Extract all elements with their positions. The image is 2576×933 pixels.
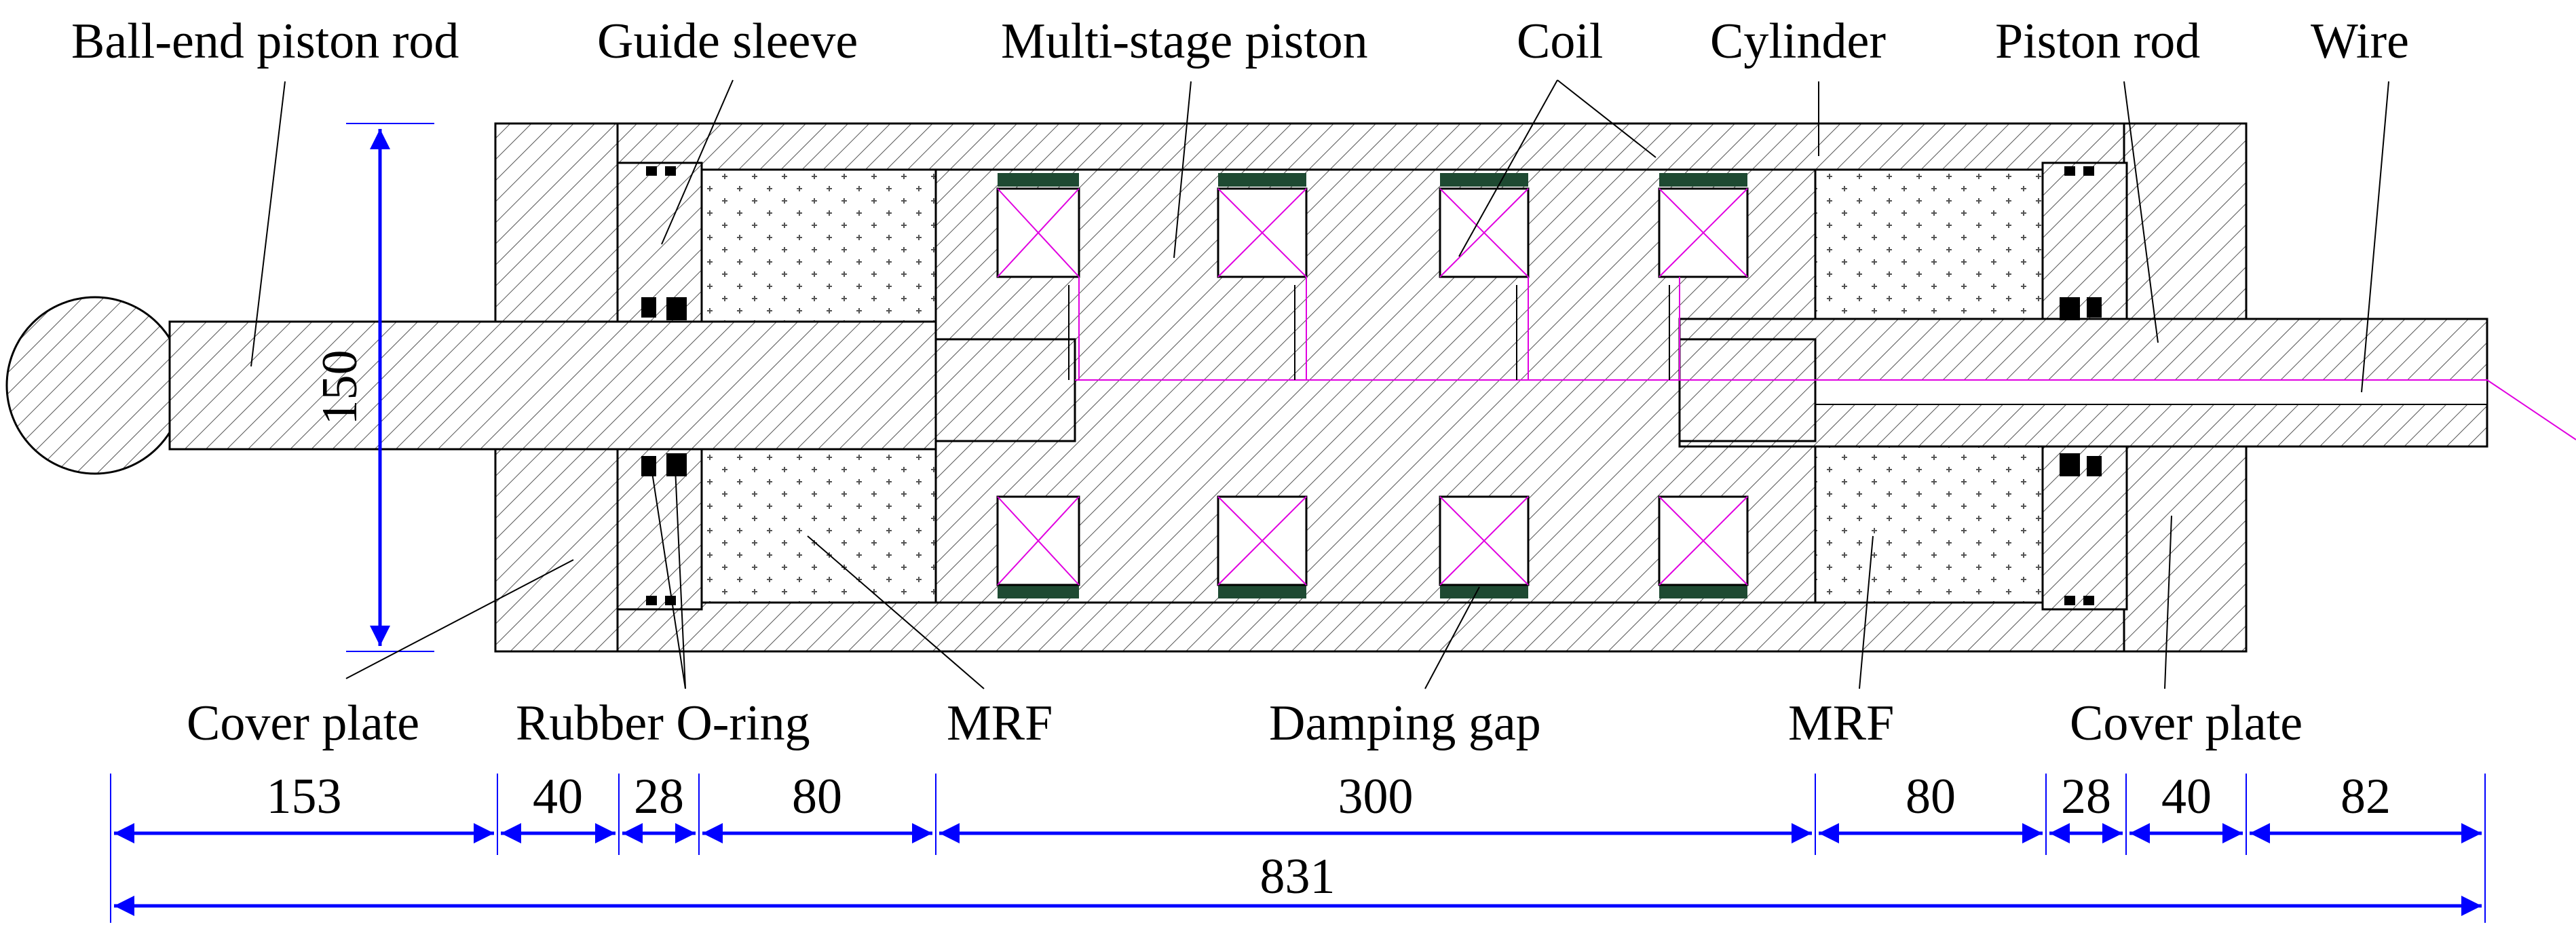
dim-segment-1: 153 — [267, 769, 342, 824]
damping-gap-bottom-1 — [998, 585, 1079, 598]
top-labels: Ball-end piston rod Guide sleeve Multi-s… — [71, 14, 2409, 69]
damping-gap-top-1 — [998, 173, 1079, 187]
label-ball-end-piston-rod: Ball-end piston rod — [71, 14, 459, 69]
dim-total: 831 — [1260, 849, 1336, 905]
dim-segment-3: 28 — [634, 769, 684, 824]
label-rubber-o-ring: Rubber O-ring — [516, 696, 810, 751]
coil-top-2 — [1217, 187, 1308, 278]
coil-bottom-2 — [1217, 495, 1308, 586]
label-coil: Coil — [1517, 14, 1603, 69]
coil-bottom-3 — [1439, 495, 1530, 586]
label-multi-stage-piston: Multi-stage piston — [1001, 14, 1368, 69]
label-guide-sleeve: Guide sleeve — [597, 14, 858, 69]
dim-segment-6: 80 — [1906, 769, 1956, 824]
leader-lines — [250, 79, 2389, 689]
height-dimension-value: 150 — [312, 350, 368, 425]
label-piston-rod: Piston rod — [1995, 14, 2200, 69]
label-cover-plate-right: Cover plate — [2070, 696, 2303, 751]
damping-gap-top-3 — [1440, 173, 1528, 187]
label-wire: Wire — [2311, 14, 2409, 69]
label-cover-plate-left: Cover plate — [187, 696, 419, 751]
label-mrf-right: MRF — [1788, 696, 1894, 751]
wire-path — [1068, 277, 2576, 440]
dim-segment-9: 82 — [2341, 769, 2391, 824]
ball-end-piston-rod — [5, 296, 1076, 475]
coils — [996, 187, 1749, 586]
height-dimension: 150 — [312, 123, 434, 652]
label-damping-gap: Damping gap — [1269, 696, 1541, 751]
dim-segment-5: 300 — [1338, 769, 1414, 824]
damping-gap-top-2 — [1218, 173, 1306, 187]
coil-top-3 — [1439, 187, 1530, 278]
coil-top-4 — [1658, 187, 1749, 278]
damping-gap-top-4 — [1659, 173, 1747, 187]
label-cylinder: Cylinder — [1710, 14, 1886, 69]
coil-bottom-4 — [1658, 495, 1749, 586]
length-dimensions: 153 40 28 80 300 80 28 40 82 831 — [110, 769, 2486, 923]
dim-segment-2: 40 — [533, 769, 583, 824]
piston-rod-right — [1678, 318, 2488, 448]
damping-gap-bottom-2 — [1218, 585, 1306, 598]
dim-segment-4: 80 — [792, 769, 842, 824]
damping-gap-bottom-3 — [1440, 585, 1528, 598]
label-mrf-left: MRF — [947, 696, 1053, 751]
coil-bottom-1 — [996, 495, 1080, 586]
dim-segment-8: 40 — [2161, 769, 2212, 824]
damping-gap-bottom-4 — [1659, 585, 1747, 598]
bottom-labels: Cover plate Rubber O-ring MRF Damping ga… — [187, 696, 2303, 751]
coil-top-1 — [996, 187, 1080, 278]
dim-segment-7: 28 — [2061, 769, 2111, 824]
